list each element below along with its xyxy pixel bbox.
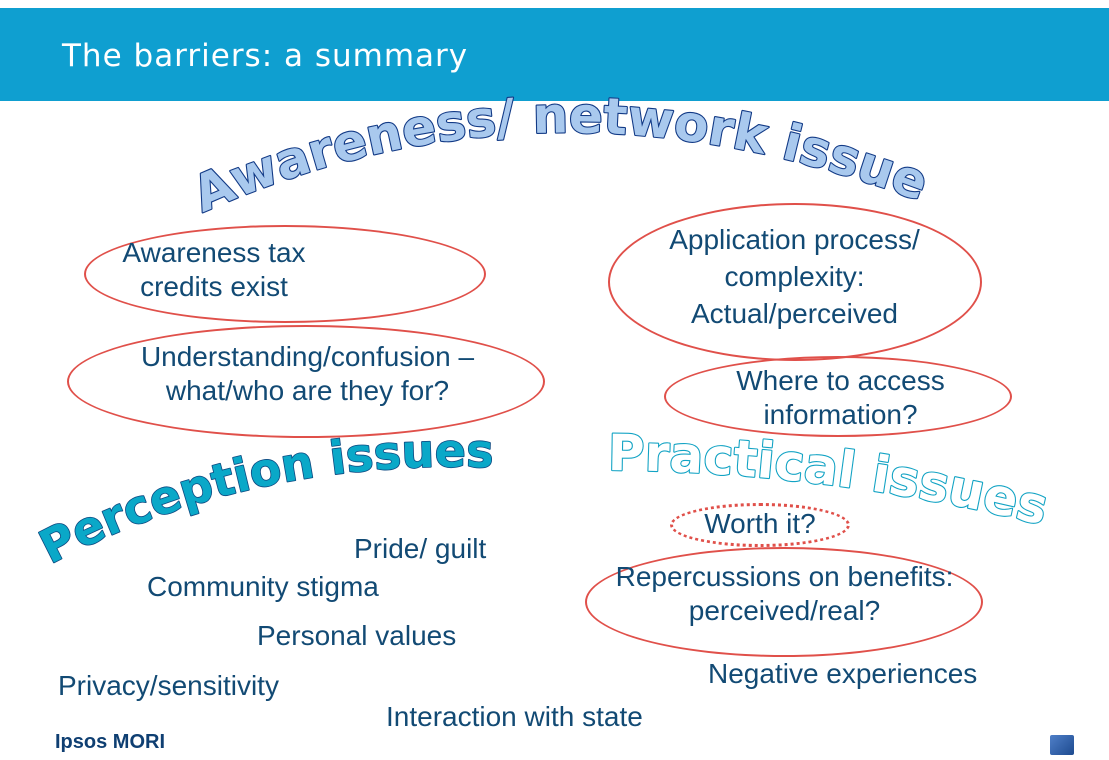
ellipse-access — [664, 356, 1012, 437]
item-privacy-sensitivity: Privacy/sensitivity — [58, 670, 279, 701]
item-worth-it: Worth it? — [704, 508, 816, 539]
ellipse-understanding — [67, 325, 545, 438]
slide-title: The barriers: a summary — [62, 38, 469, 74]
ipsos-mori-logo: Ipsos MORI — [55, 731, 166, 753]
item-access: Where to access information? — [736, 365, 945, 431]
item-community-stigma: Community stigma — [147, 571, 379, 602]
item-personal-values: Personal values — [257, 620, 457, 651]
item-tax-credits: Awareness tax credits exist — [122, 237, 306, 303]
title-bar: The barriers: a summary — [0, 8, 1109, 101]
ipsos-logo-icon — [1050, 735, 1074, 755]
item-negative-experiences: Negative experiences — [708, 658, 978, 689]
ellipse-worth-it — [670, 503, 850, 547]
awareness-heading: Awareness/ network issues — [0, 0, 936, 224]
item-interaction-with-state: Interaction with state — [386, 701, 643, 732]
ellipse-repercussions — [585, 547, 983, 657]
item-understanding: Understanding/confusion – what/who are t… — [140, 341, 475, 407]
item-application: Application process/ complexity: Actual/… — [669, 224, 920, 329]
item-pride-guilt: Pride/ guilt — [354, 533, 487, 564]
item-repercussions: Repercussions on benefits: perceived/rea… — [615, 561, 954, 627]
ellipse-tax-credits — [84, 225, 486, 323]
